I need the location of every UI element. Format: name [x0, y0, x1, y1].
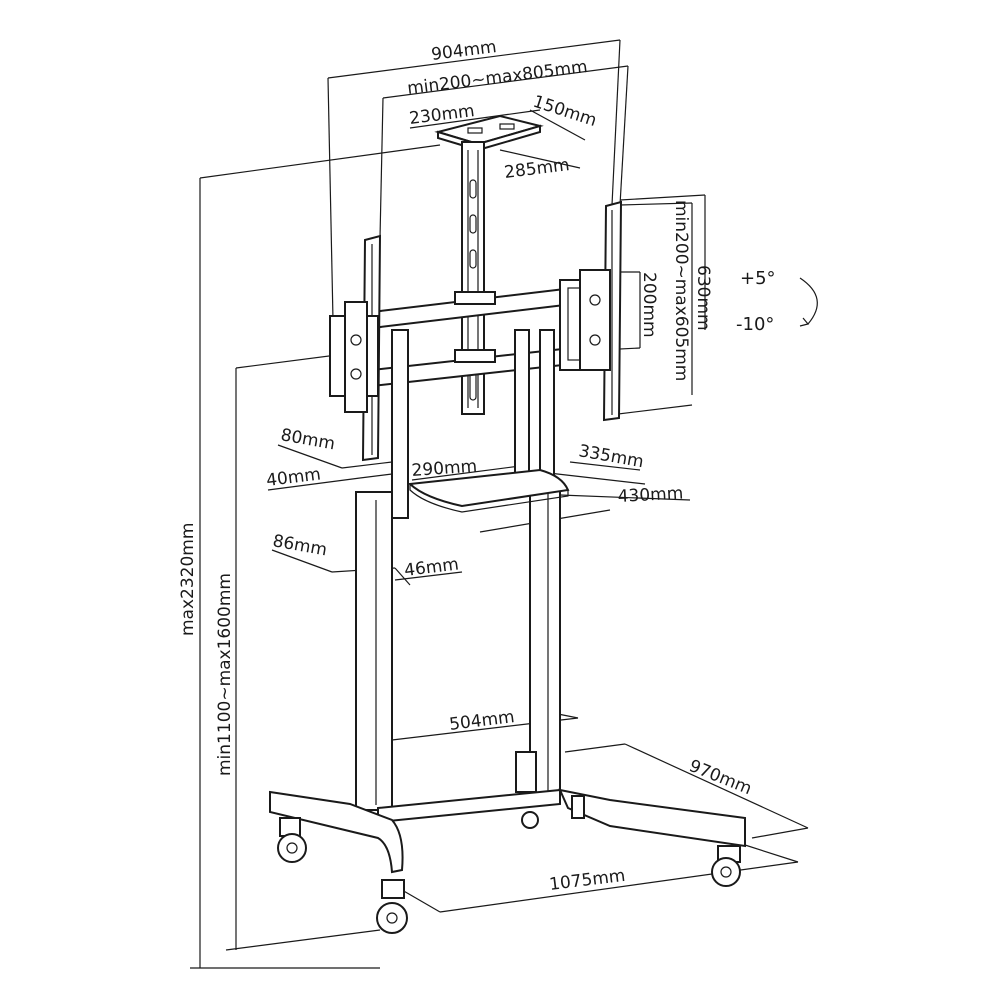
- columns: [355, 329, 561, 824]
- dim-shelf-width-back: 335mm: [577, 441, 645, 472]
- dim-bracket-height: 630mm: [693, 265, 713, 331]
- dim-column-depth: 80mm: [279, 425, 336, 454]
- dim-base-width: 1075mm: [548, 866, 626, 895]
- left-bracket: [329, 234, 382, 462]
- dim-shelf-depth: 290mm: [411, 456, 478, 481]
- dim-arm-spacing: 200mm: [639, 272, 659, 338]
- dim-max-height: max2320mm: [178, 523, 198, 636]
- dim-base-inner: 504mm: [448, 707, 516, 735]
- right-bracket: [579, 200, 623, 422]
- dim-lower-column-width: 46mm: [403, 554, 460, 581]
- tilt-up-label: +5°: [740, 268, 776, 289]
- dim-base-depth: 970mm: [686, 756, 754, 799]
- dim-shelf-width-front: 430mm: [617, 484, 684, 507]
- dim-column-width: 40mm: [265, 464, 322, 491]
- caster-front: [376, 879, 408, 934]
- dim-top-width: 904mm: [430, 37, 498, 65]
- dim-height-range: min1100~max1600mm: [215, 573, 235, 776]
- caster-rear: [521, 811, 539, 829]
- caster-right: [711, 845, 741, 887]
- base: [269, 788, 746, 874]
- dim-lower-column-depth: 86mm: [271, 531, 328, 560]
- dim-plate-height: 285mm: [503, 155, 571, 183]
- tilt-down-label: -10°: [736, 314, 774, 335]
- casters: [277, 811, 741, 934]
- caster-left: [277, 817, 307, 863]
- dim-vesa-range-v: min200~max605mm: [671, 200, 691, 381]
- shelf: [407, 468, 570, 513]
